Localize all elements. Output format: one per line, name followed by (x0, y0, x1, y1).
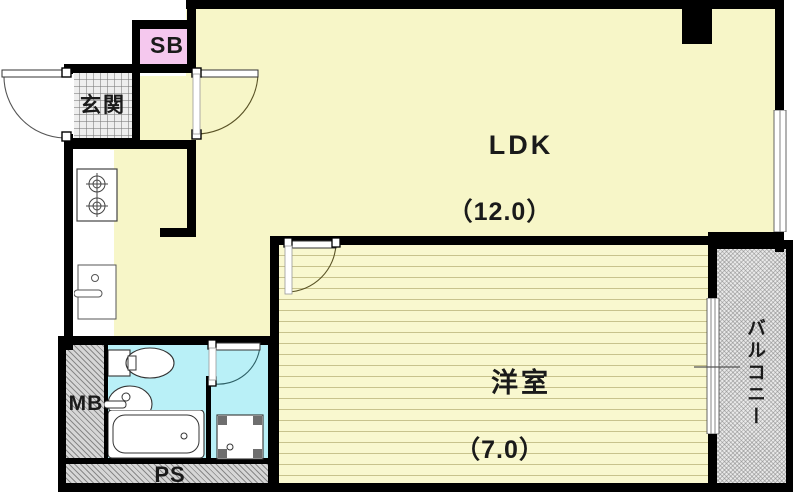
wall-balcony-bottom (708, 483, 793, 492)
wall-sb-top (132, 20, 196, 29)
wall-ldk-top (186, 0, 784, 9)
balcony-rail-mark (694, 364, 740, 370)
room-genkan-fill (72, 72, 134, 140)
wall-corridor-left (64, 140, 73, 350)
wall-washer-divider (206, 376, 211, 462)
wall-genkan-bottom (64, 138, 140, 147)
wall-ldk-right-upper (775, 0, 784, 112)
room-balcony-fill (716, 248, 788, 492)
wall-ldk-bottom-right (708, 232, 784, 241)
genkan-landing-fill (62, 72, 74, 140)
wall-corridor-right-upper (187, 140, 196, 236)
kitchen-sink (74, 264, 118, 320)
label-balcony: バルコニー (744, 318, 765, 428)
wall-corridor-bottom (64, 336, 276, 345)
room-bedroom-fill (278, 244, 708, 492)
wall-ldk-left-upper (187, 0, 196, 22)
label-pipespace: PS (154, 462, 186, 487)
bedroom-sliding-window (704, 298, 722, 434)
wall-bath-left (58, 336, 66, 490)
label-meterbox: MB (68, 392, 104, 415)
label-ldk-size: （12.0） (447, 197, 553, 226)
wall-bedroom-top (278, 236, 708, 245)
washing-machine-pan (216, 414, 264, 460)
wall-bath-right (268, 336, 276, 490)
wall-sb-left (132, 20, 140, 68)
ldk-window (772, 110, 788, 232)
wall-bedroom-right-low (708, 430, 717, 492)
label-genkan: 玄関 (80, 94, 126, 117)
room-meterbox-fill (66, 344, 106, 462)
wall-balcony-right (786, 240, 793, 492)
bathtub (108, 410, 206, 460)
wall-corridor-stub (160, 228, 196, 237)
wall-bedroom-right (708, 236, 717, 302)
label-bedroom-size: （7.0） (455, 435, 545, 464)
wall-bedroom-bottom (270, 483, 716, 492)
wall-ps-divider (58, 458, 276, 464)
bedroom-door (282, 237, 344, 300)
label-bedroom: 洋室 （7.0） (390, 336, 610, 500)
hall-door (190, 66, 264, 140)
label-bedroom-name: 洋室 (491, 367, 551, 398)
pillar-ldk-top (682, 8, 712, 44)
label-shoebox: SB (150, 32, 184, 58)
label-ldk: LDK （12.0） (390, 98, 610, 291)
wall-genkan-right (132, 64, 140, 144)
wall-balcony-top (708, 240, 792, 249)
entrance-door-outswing (0, 64, 72, 146)
wall-sb-right (187, 20, 196, 68)
room-shoebox-fill (138, 28, 196, 68)
wall-sb-bottom (132, 64, 196, 70)
gas-stove-two-burner (76, 168, 118, 222)
toilet (108, 346, 176, 382)
wall-bath-bottom (58, 483, 276, 492)
wall-genkan-top (64, 64, 196, 73)
label-ldk-name: LDK (488, 129, 554, 160)
bathroom-door (206, 339, 268, 388)
